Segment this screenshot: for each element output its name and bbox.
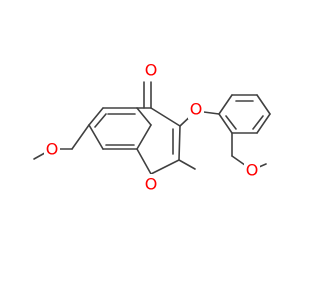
left-methoxy-oxygen-label: O [46,140,59,159]
atom-label-layer: O O O O O [44,60,260,194]
bond [88,107,104,126]
chemical-structure-diagram: O O O O O [33,60,271,194]
bond [88,124,104,150]
right-methoxy-oxygen-label: O [246,161,259,180]
bond [256,94,271,115]
bond [218,113,233,134]
ring-oxygen-label: O [145,175,158,194]
bond [178,125,181,161]
bond [225,115,237,130]
bond [94,113,107,128]
bond [252,115,264,130]
bond [256,113,271,134]
bond [150,159,180,175]
label-background [188,99,204,119]
bond [136,107,152,126]
label-background [244,160,260,180]
label-background [44,139,60,159]
bond-layer [33,81,271,175]
carbonyl-oxygen-label: O [145,61,158,80]
label-background [143,174,159,194]
bond [136,148,152,175]
ether-oxygen-label: O [190,100,203,119]
label-background [143,60,159,80]
bond [178,159,196,170]
bond [218,94,233,115]
bond [71,124,90,150]
bond [150,107,181,127]
bond [136,124,152,150]
